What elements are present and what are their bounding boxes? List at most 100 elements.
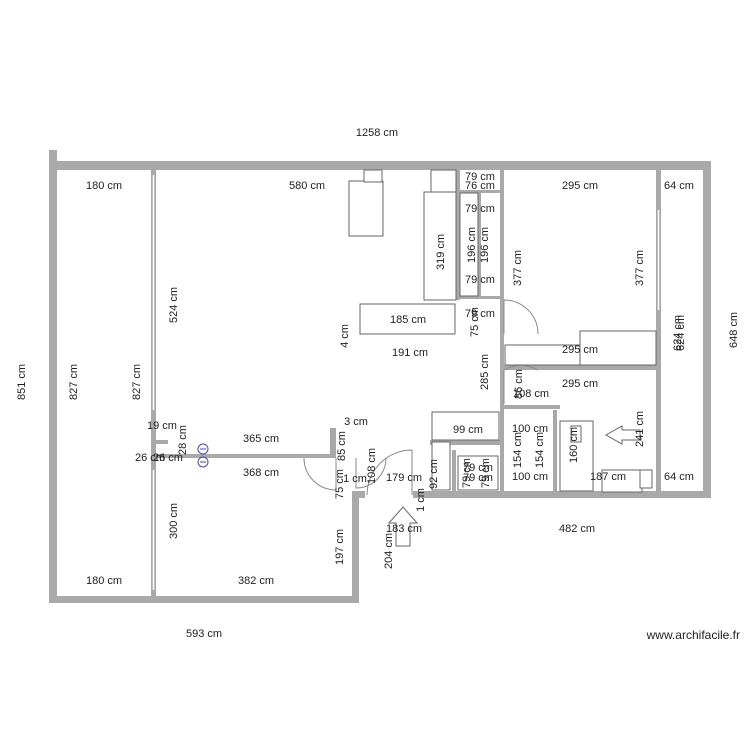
counter xyxy=(359,303,456,335)
dim-total-width: 1258 cm xyxy=(356,127,398,139)
wall-right xyxy=(703,161,711,497)
dim-small-79-d: 79 cm xyxy=(480,458,492,488)
dim-wardrobe-width: 295 cm xyxy=(562,344,598,356)
wall-bedroom-right xyxy=(656,170,661,495)
dim-bedroom-strip-top: 64 cm xyxy=(664,180,694,192)
wall-wc-right xyxy=(553,410,557,495)
door-hall xyxy=(503,364,539,404)
dim-bedroom-height-left: 377 cm xyxy=(512,250,524,286)
dim-kitchen-unit: 319 cm xyxy=(435,234,447,270)
wall-wc-left xyxy=(500,410,504,495)
dimension-labels: 1258 cm 851 cm 593 cm 648 cm 482 cm 180 … xyxy=(16,127,740,640)
dim-stub-26-b: 26 cm xyxy=(153,452,183,464)
dim-corridor-85: 85 cm xyxy=(336,431,348,461)
wall-left xyxy=(49,150,57,603)
dim-entry-108: 108 cm xyxy=(366,448,378,484)
dim-left-room-top: 180 cm xyxy=(86,180,122,192)
wall-entry xyxy=(430,440,500,445)
fridge xyxy=(430,169,457,193)
dim-closet-79-c: 79 cm xyxy=(465,274,495,286)
wall-closet-1 xyxy=(456,190,504,193)
sofa xyxy=(348,180,384,237)
dim-closet-76-a: 76 cm xyxy=(465,180,495,192)
dim-counter-width: 191 cm xyxy=(392,347,428,359)
dim-bedroom-strip-h1: 624 cm xyxy=(672,315,684,351)
dim-bottom-width: 593 cm xyxy=(186,628,222,640)
arrows xyxy=(387,425,641,547)
wall-top-right xyxy=(661,161,711,170)
wall-top xyxy=(49,161,661,170)
dim-entry-183: 183 cm xyxy=(386,523,422,535)
dim-corridor-365: 365 cm xyxy=(243,433,279,445)
dim-small-79-a: 79 cm xyxy=(463,462,493,474)
dim-left-room-bottom: 180 cm xyxy=(86,575,122,587)
dim-small-79-c: 79 cm xyxy=(461,458,473,488)
dim-bedroom-height-right: 377 cm xyxy=(634,250,646,286)
fixtures xyxy=(348,169,657,493)
dim-stub-19: 19 cm xyxy=(147,420,177,432)
dim-lower-room-step: 197 cm xyxy=(334,529,346,565)
watermark: www.archifacile.fr xyxy=(646,628,740,642)
dim-closet-75: 75 cm xyxy=(469,307,481,337)
wall-corridor xyxy=(156,454,336,458)
dim-left-room-height-outer: 827 cm xyxy=(68,364,80,400)
bath-arrow xyxy=(604,425,641,445)
walls xyxy=(49,150,711,603)
dim-corridor-1: 1 cm xyxy=(343,473,367,485)
dim-closet-79-d: 79 cm xyxy=(465,308,495,320)
dim-entry-92: 92 cm xyxy=(428,459,440,489)
sofa-back xyxy=(363,169,383,183)
wall-closets-left xyxy=(456,170,460,300)
wall-closet-3 xyxy=(478,193,481,298)
dim-stub-28: 28 cm xyxy=(177,425,189,455)
dim-living-top: 580 cm xyxy=(289,180,325,192)
dim-counter: 185 cm xyxy=(390,314,426,326)
dim-closet-79-b: 79 cm xyxy=(465,203,495,215)
entry-shoes xyxy=(431,441,451,491)
door-bedroom xyxy=(503,299,539,335)
dim-total-height: 851 cm xyxy=(16,364,28,400)
dim-hall-height: 285 cm xyxy=(479,354,491,390)
dim-bedroom-width: 295 cm xyxy=(562,180,598,192)
door-corridor xyxy=(303,457,337,491)
closet-box-a xyxy=(459,192,479,297)
wall-corridor-end xyxy=(330,428,336,458)
dim-right-height: 648 cm xyxy=(728,312,740,348)
dim-wc-bottom: 100 cm xyxy=(512,471,548,483)
towel-box xyxy=(639,469,653,489)
dim-hall-door: 86 cm xyxy=(513,369,525,399)
dim-entry-204: 204 cm xyxy=(383,533,395,569)
dim-lower-room-width: 382 cm xyxy=(238,575,274,587)
dim-closet-196-a: 196 cm xyxy=(466,227,478,263)
dim-bottom-right-width: 482 cm xyxy=(559,523,595,535)
entrance-gap xyxy=(365,490,413,499)
wall-closets-right xyxy=(500,170,504,490)
dim-living-height: 524 cm xyxy=(168,287,180,323)
wall-hall-mid xyxy=(500,405,560,409)
wall-small-closets xyxy=(452,450,456,495)
dim-wc-h1: 154 cm xyxy=(512,432,524,468)
door-small xyxy=(355,457,387,489)
dim-shower: 160 cm xyxy=(568,427,580,463)
wall-bedroom-bottom xyxy=(500,365,661,370)
doors xyxy=(303,299,539,496)
wall-bottom-left xyxy=(49,596,359,603)
wardrobe-top xyxy=(579,330,657,366)
dim-closet-79-a: 79 cm xyxy=(465,171,495,183)
kitchen-unit xyxy=(423,191,457,301)
dim-bath-bottom: 187 cm xyxy=(590,471,626,483)
wc-box xyxy=(457,455,499,491)
entrance-arrow xyxy=(387,506,419,547)
dim-left-room-height-inner: 827 cm xyxy=(131,364,143,400)
wall-bottom-right xyxy=(352,491,711,498)
dim-small-79-b: 79 cm xyxy=(463,472,493,484)
dim-entry-1: 1 cm xyxy=(415,488,427,512)
dim-closet-196-b: 196 cm xyxy=(479,227,491,263)
dim-bath-strip: 64 cm xyxy=(664,471,694,483)
shower-tap xyxy=(570,425,582,443)
dim-entry-179: 179 cm xyxy=(386,472,422,484)
dim-hall-gap: 108 cm xyxy=(513,388,549,400)
dim-bath-width: 295 cm xyxy=(562,378,598,390)
dim-entry-99: 99 cm xyxy=(453,424,483,436)
